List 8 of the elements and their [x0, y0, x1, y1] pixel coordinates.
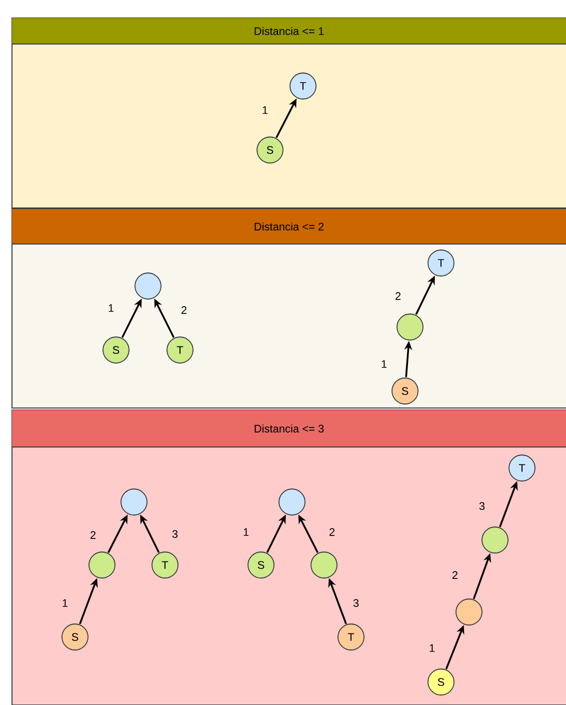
empty-circle — [396, 314, 424, 340]
empty-circle — [134, 272, 162, 300]
empty-circle — [482, 526, 508, 554]
empty-circle — [456, 598, 482, 626]
empty-circle — [310, 552, 338, 578]
empty-circle — [88, 552, 116, 578]
empty-circle — [278, 488, 306, 516]
empty-circle — [120, 488, 148, 516]
